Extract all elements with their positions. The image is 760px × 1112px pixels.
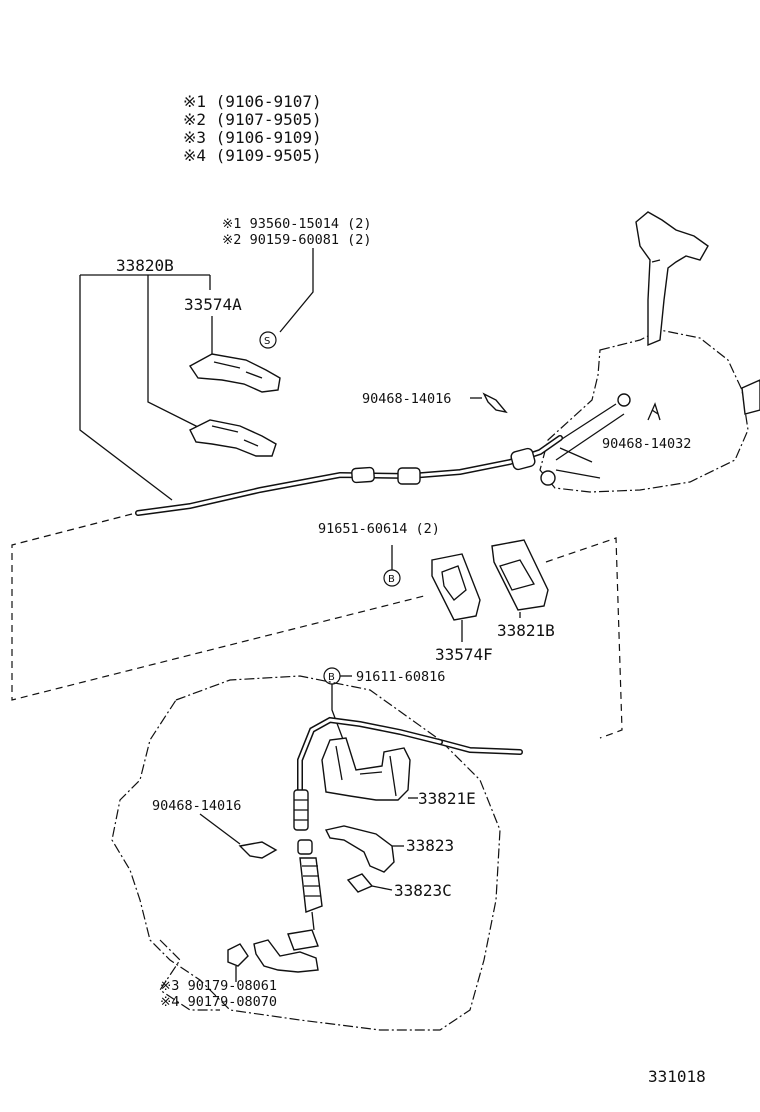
label-91611: 91611-60816 (356, 669, 445, 685)
shift-lever-housing (539, 211, 760, 493)
part-labels: 33820B 33574A ※1 93560-15014 (2) ※2 9015… (116, 216, 706, 1086)
b-symbol-2: B (328, 672, 335, 683)
label-33823: 33823 (406, 836, 454, 855)
nut-and-fitting (227, 939, 319, 982)
label-nut-4: ※4 90179-08070 (160, 994, 277, 1010)
label-clip-bottom: 90468-14016 (152, 798, 241, 814)
lower-shift-cable (287, 716, 523, 951)
figure-number: 331018 (648, 1067, 706, 1086)
legend-item-3: ※3 (9106-9109) (183, 128, 322, 147)
label-91651: 91651-60614 (2) (318, 521, 440, 537)
label-33574f: 33574F (435, 645, 493, 664)
bracket-33821e (321, 737, 418, 801)
transmission-case (111, 675, 501, 1031)
label-33574a: 33574A (184, 295, 242, 314)
label-bolt-1: ※1 93560-15014 (2) (222, 216, 371, 232)
label-33820b: 33820B (116, 256, 174, 275)
clip-bottom (199, 813, 278, 859)
label-33821e: 33821E (418, 789, 476, 808)
label-bolt-2: ※2 90159-60081 (2) (222, 232, 371, 248)
retainer-33574a (188, 353, 281, 457)
label-clip-top: 90468-14016 (362, 391, 451, 407)
legend-item-4: ※4 (9109-9505) (183, 146, 322, 165)
label-33823c: 33823C (394, 881, 452, 900)
b-callouts: B B (323, 545, 401, 743)
label-nut-3: ※3 90179-08061 (160, 978, 277, 994)
leader-33820b (79, 274, 213, 501)
upper-shift-cable (135, 435, 563, 516)
dashed-boundary (11, 513, 623, 739)
seal-plates (431, 539, 549, 642)
legend-item-1: ※1 (9106-9107) (183, 92, 322, 111)
clip-top (470, 392, 508, 414)
b-symbol-1: B (388, 574, 395, 585)
bolt-callout: S (259, 248, 314, 349)
s-symbol: S (264, 336, 270, 347)
label-33821b: 33821B (497, 621, 555, 640)
label-clip-14032: 90468-14032 (602, 436, 691, 452)
lever-33823 (324, 825, 404, 893)
legend: ※1 (9106-9107) ※2 (9107-9505) ※3 (9106-9… (183, 92, 322, 165)
legend-item-2: ※2 (9107-9505) (183, 110, 322, 129)
